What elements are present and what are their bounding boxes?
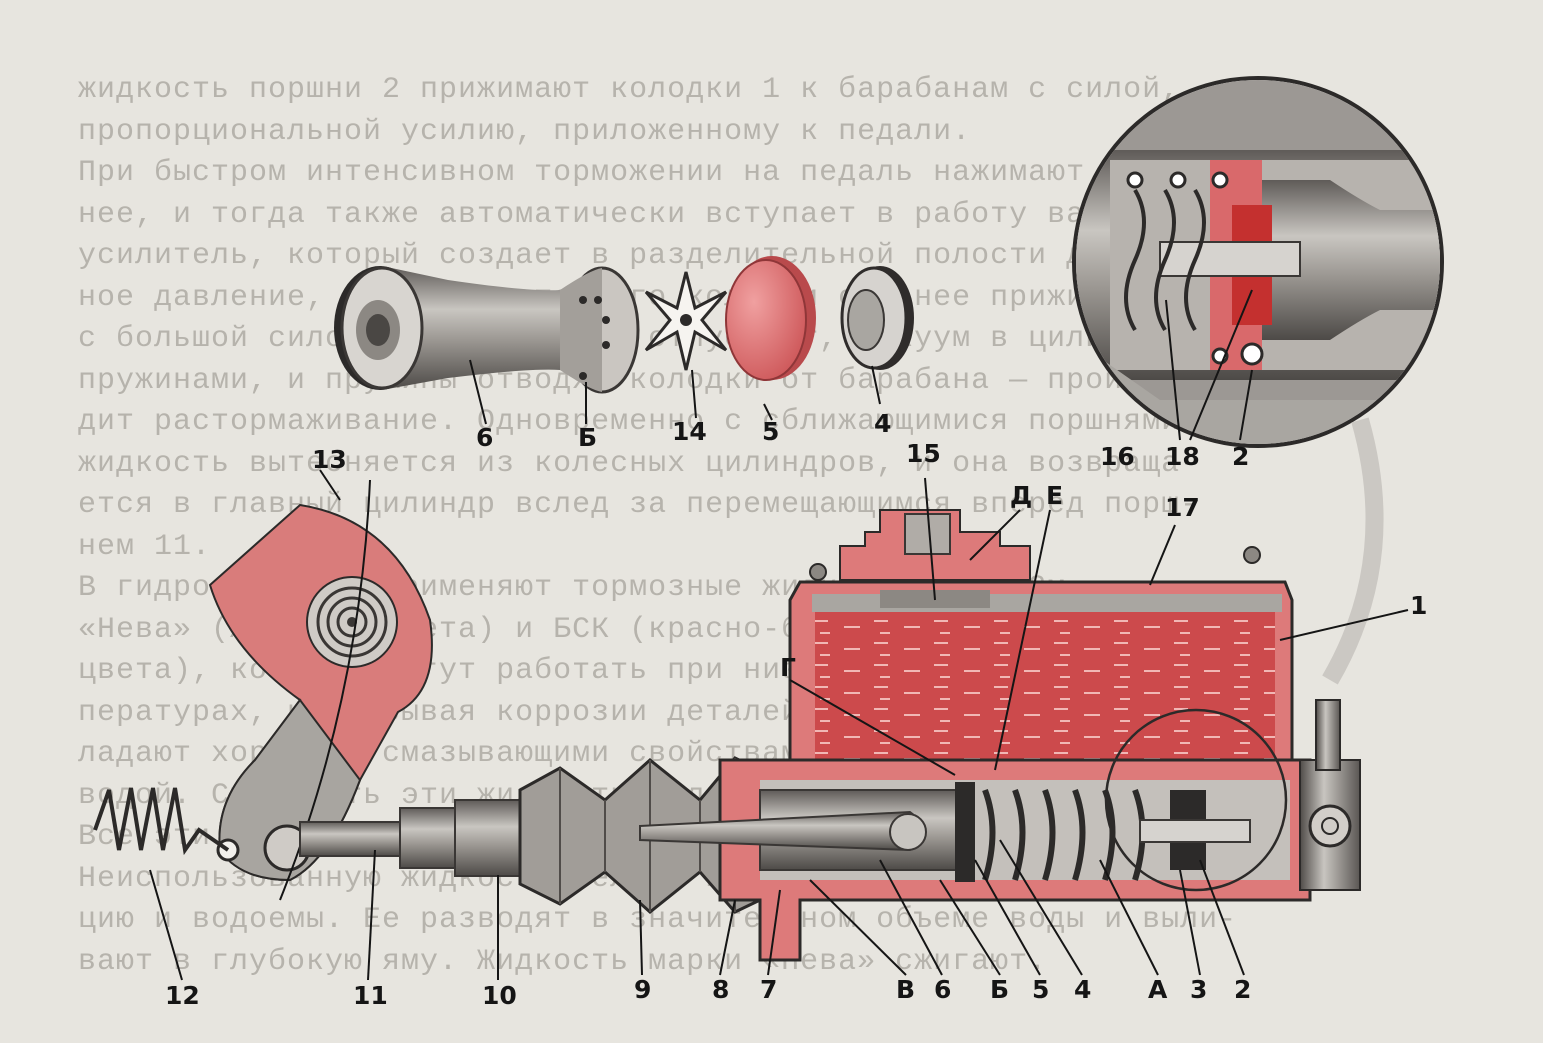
label-E: Е: [1046, 481, 1063, 510]
rubber-cup-part-5: [725, 256, 816, 381]
label-7: 7: [760, 975, 777, 1004]
label-17: 17: [1165, 493, 1200, 522]
label-15: 15: [906, 439, 941, 468]
label-13: 13: [312, 445, 347, 474]
label-top-5: 5: [762, 417, 779, 446]
background-text-line: цию и водоемы. Ее разводят в значительно…: [78, 903, 1238, 937]
label-A: А: [1148, 975, 1168, 1004]
callout-labels: 6 Б 14 5 4 16 18 2 13 15 Д Е 17 1 Г 12 1…: [165, 409, 1427, 1010]
piston-part-6: [334, 266, 640, 394]
label-inset-18: 18: [1165, 442, 1200, 471]
label-12: 12: [165, 981, 200, 1010]
label-V: В: [896, 975, 915, 1004]
label-5: 5: [1032, 975, 1049, 1004]
washer-part-4: [840, 266, 914, 370]
background-text-line: жидкость поршни 2 прижимают колодки 1 к …: [78, 73, 1181, 107]
background-text-line: ется в главный цилиндр вслед за перемеща…: [78, 488, 1200, 522]
label-4: 4: [1074, 975, 1091, 1004]
label-8: 8: [712, 975, 729, 1004]
label-top-14: 14: [672, 417, 707, 446]
label-inset-2: 2: [1232, 442, 1249, 471]
label-top-6: 6: [476, 423, 493, 452]
label-inset-16: 16: [1100, 442, 1135, 471]
background-text-line: нем 11.: [78, 529, 212, 564]
label-9: 9: [634, 975, 651, 1004]
label-B: Б: [990, 975, 1009, 1004]
valve-inset: [1072, 76, 1444, 448]
label-11: 11: [353, 981, 388, 1010]
label-10: 10: [482, 981, 517, 1010]
return-spring-part-12: [93, 787, 230, 856]
label-3: 3: [1190, 975, 1207, 1004]
background-text-line: жидкость вытесняется из колесных цилиндр…: [78, 446, 1200, 481]
exploded-parts: [334, 256, 914, 425]
label-G: Г: [780, 653, 796, 682]
label-1: 1: [1410, 591, 1427, 620]
leader-lines: [149, 477, 1409, 981]
label-D: Д: [1010, 481, 1032, 510]
label-6: 6: [934, 975, 951, 1004]
background-text-line: пропорциональной усилию, приложенному к …: [78, 114, 972, 149]
label-top-4: 4: [874, 409, 891, 438]
label-2: 2: [1234, 975, 1251, 1004]
cylinder-body: [639, 417, 1384, 962]
star-valve-part-14: [644, 271, 728, 371]
label-top-B: Б: [578, 423, 597, 452]
background-text-line: вают в глубокую яму. Жидкость марки «Нев…: [78, 944, 1048, 979]
background-text-line: нее, и тогда также автоматически вступае…: [78, 197, 1219, 232]
